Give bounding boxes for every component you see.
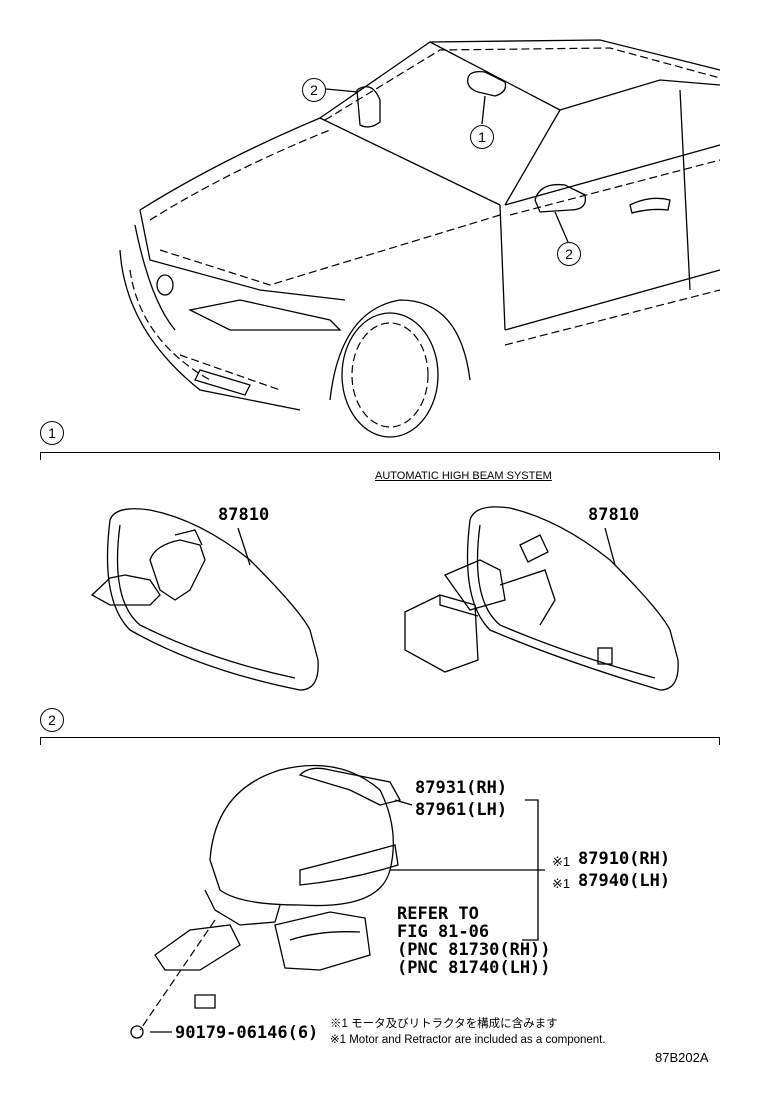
refer-line-4: (PNC 81740(LH)) [397,958,551,978]
inner-mirror-left [90,508,319,691]
section-1-marker: 1 [40,421,64,445]
part-87810-left: 87810 [218,505,270,525]
refer-line-3: (PNC 81730(RH)) [397,940,551,960]
car-illustration [119,39,721,438]
part-mirror-rh: 87910(RH) [578,849,671,869]
refer-line-1: REFER TO [397,904,479,924]
refer-line-2: FIG 81-06 [397,922,490,942]
part-87810-right: 87810 [588,505,640,525]
part-cover-lh: 87961(LH) [415,800,508,820]
section-1-tick-left [40,452,41,460]
inner-mirror-right [404,506,679,691]
section-1-tick-right [719,452,720,460]
callout-inner-mirror: 1 [470,125,494,149]
section-2-divider [40,737,720,738]
note-english: ※1 Motor and Retractor are included as a… [330,1034,606,1046]
section-2-tick-right [719,737,720,745]
diagram-code: 87B202A [655,1050,709,1065]
section-2-marker: 2 [40,708,64,732]
note-japanese: ※1 モータ及びリトラクタを構成に含みます [330,1018,558,1030]
outer-mirror-assembly [130,764,545,1039]
callout-outer-mirror-door: 2 [557,242,581,266]
mirror-mark-1: ※1 [552,854,571,869]
auto-high-beam-label: AUTOMATIC HIGH BEAM SYSTEM [375,470,552,482]
callout-outer-mirror-top: 2 [302,78,326,102]
section-1-divider [40,452,720,453]
section-2-tick-left [40,737,41,745]
part-cover-rh: 87931(RH) [415,778,508,798]
part-screw: 90179-06146(6) [175,1023,319,1043]
mirror-mark-2: ※1 [552,876,571,891]
part-mirror-lh: 87940(LH) [578,871,671,891]
